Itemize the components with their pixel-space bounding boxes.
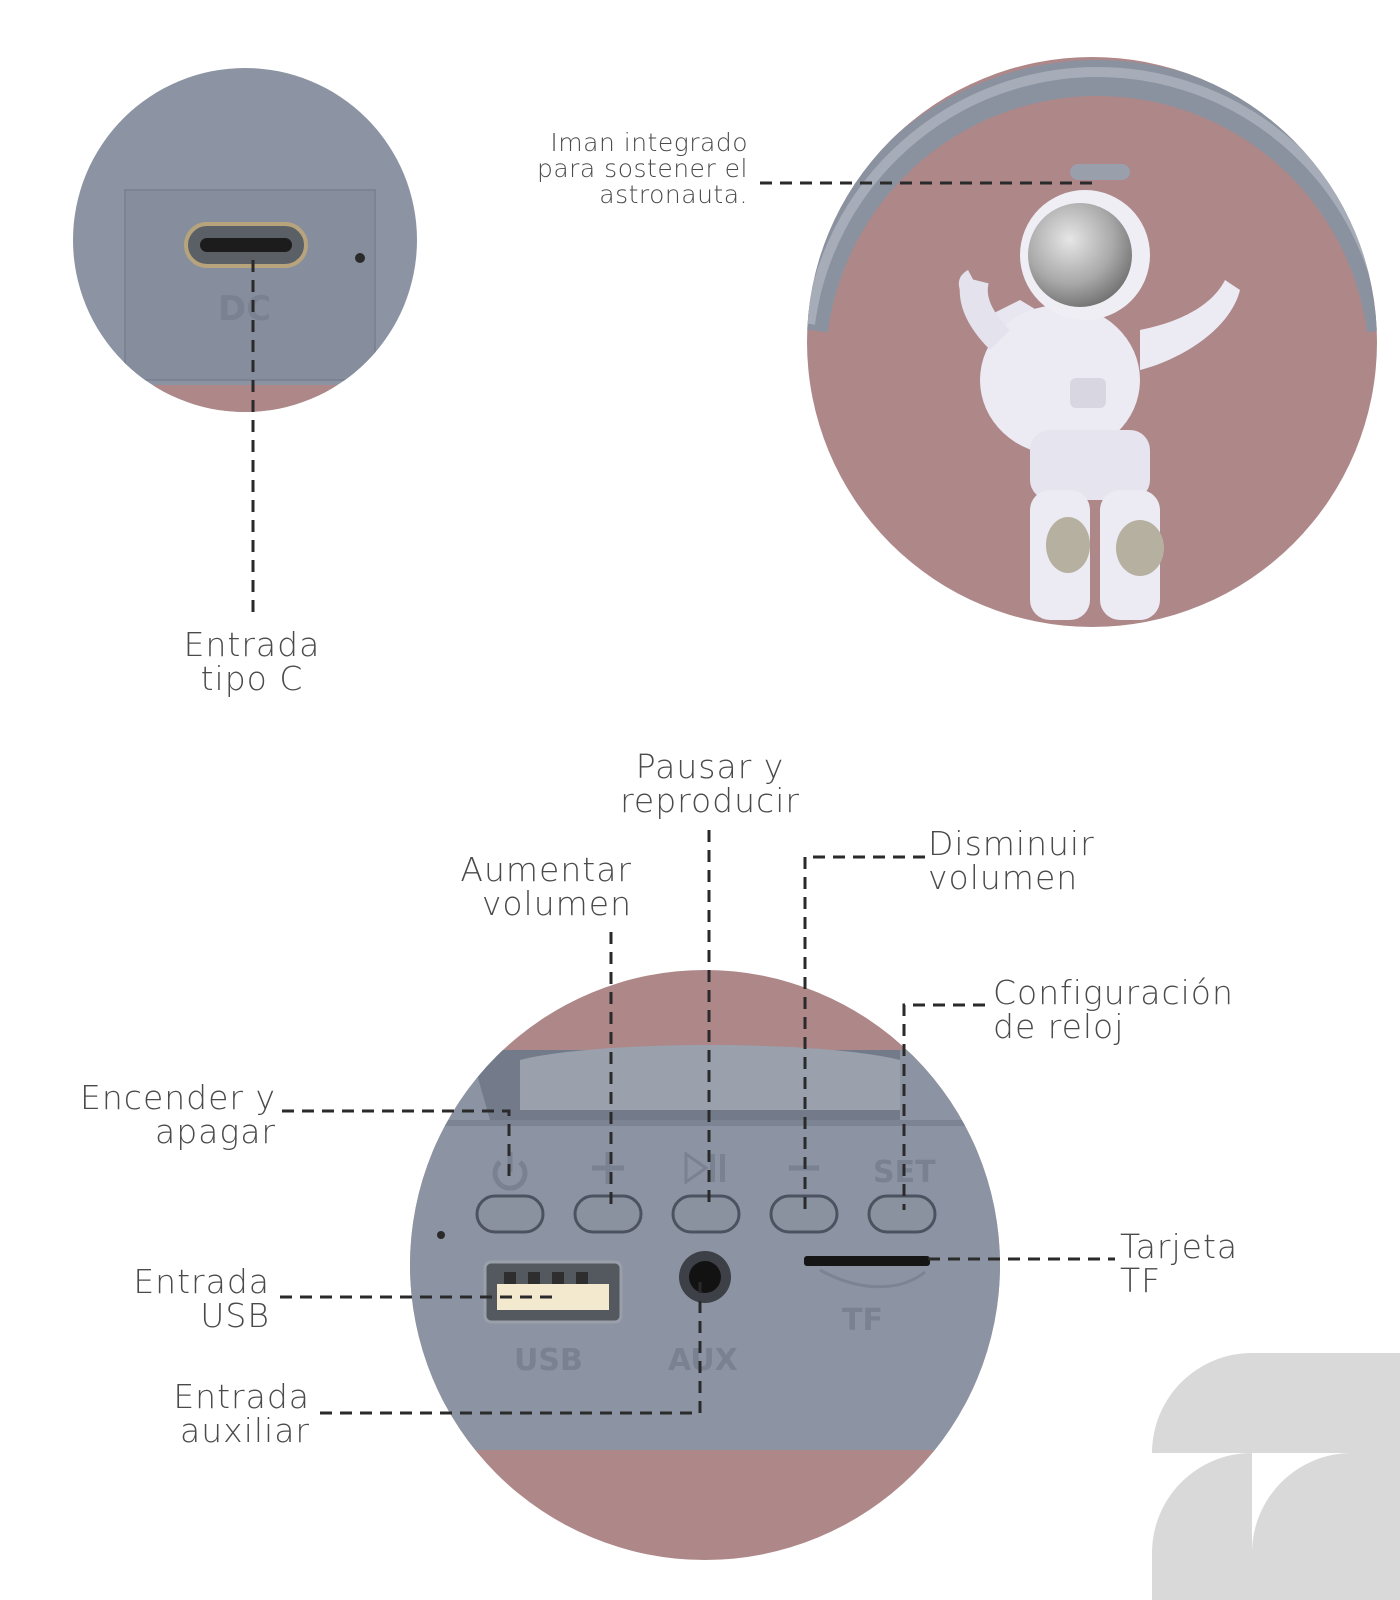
astronaut-figure bbox=[958, 190, 1240, 620]
panel-buttons bbox=[475, 1194, 937, 1234]
vol-down-leader-line bbox=[803, 855, 925, 1210]
power-label-line1: Encender y bbox=[80, 1078, 276, 1117]
aux-label-line1: Entrada bbox=[173, 1377, 310, 1416]
tf-card-label-line1: Tarjeta bbox=[1120, 1227, 1239, 1266]
typec-detail-circle: DC bbox=[73, 68, 417, 412]
typec-label: Entrada tipo C bbox=[172, 628, 332, 696]
vol-up-label-line1: Aumentar bbox=[460, 850, 632, 889]
power-leader-line bbox=[282, 1109, 511, 1180]
clock-label-line2: de reloj bbox=[993, 1007, 1125, 1046]
usb-marking: USB bbox=[514, 1343, 583, 1378]
power-label: Encender y apagar bbox=[40, 1081, 276, 1149]
magnet-label-line2: para sostener el bbox=[536, 154, 748, 183]
vol-down-label: Disminuir volumen bbox=[928, 827, 1148, 895]
magnet-label: Iman integrado para sostener el astronau… bbox=[480, 130, 748, 208]
clock-leader-line bbox=[902, 1003, 985, 1210]
play-pause-label-line1: Pausar y bbox=[635, 747, 785, 786]
tf-marking: TF bbox=[842, 1303, 883, 1338]
power-label-line2: apagar bbox=[155, 1112, 276, 1151]
aux-marking: AUX bbox=[668, 1343, 738, 1378]
aux-label-line2: auxiliar bbox=[180, 1411, 310, 1450]
usb-label-line1: Entrada bbox=[133, 1262, 270, 1301]
control-leader-lines bbox=[280, 830, 1115, 1415]
tf-card-label: Tarjeta TF bbox=[1120, 1230, 1280, 1298]
controls-detail-circle: SET USB AUX TF bbox=[410, 970, 1000, 1560]
usb-port bbox=[483, 1260, 623, 1324]
decorative-shapes bbox=[1152, 1353, 1400, 1600]
play-pause-label-line2: reproducir bbox=[620, 781, 800, 820]
astronaut-detail-circle bbox=[807, 57, 1377, 627]
typec-label-line1: Entrada bbox=[183, 625, 321, 664]
usb-label: Entrada USB bbox=[110, 1265, 270, 1333]
clock-label-line1: Configuración bbox=[993, 973, 1234, 1012]
vol-up-label: Aumentar volumen bbox=[420, 853, 632, 921]
vol-down-label-line1: Disminuir bbox=[928, 824, 1095, 863]
clock-label: Configuración de reloj bbox=[993, 976, 1263, 1044]
magnet-label-line3: astronauta. bbox=[599, 180, 748, 209]
vol-down-label-line2: volumen bbox=[928, 858, 1079, 897]
magnet-label-line1: Iman integrado bbox=[550, 128, 748, 157]
usb-label-line2: USB bbox=[200, 1296, 270, 1335]
play-pause-label: Pausar y reproducir bbox=[600, 750, 820, 818]
typec-label-line2: tipo C bbox=[200, 659, 304, 698]
aux-leader-line bbox=[320, 1282, 702, 1415]
dc-marking: DC bbox=[218, 289, 271, 329]
plus-icon bbox=[592, 1152, 624, 1184]
tf-card-label-line2: TF bbox=[1120, 1261, 1162, 1300]
aux-label: Entrada auxiliar bbox=[140, 1380, 310, 1448]
play-pause-icon bbox=[684, 1151, 725, 1185]
vol-up-label-line2: volumen bbox=[481, 884, 632, 923]
